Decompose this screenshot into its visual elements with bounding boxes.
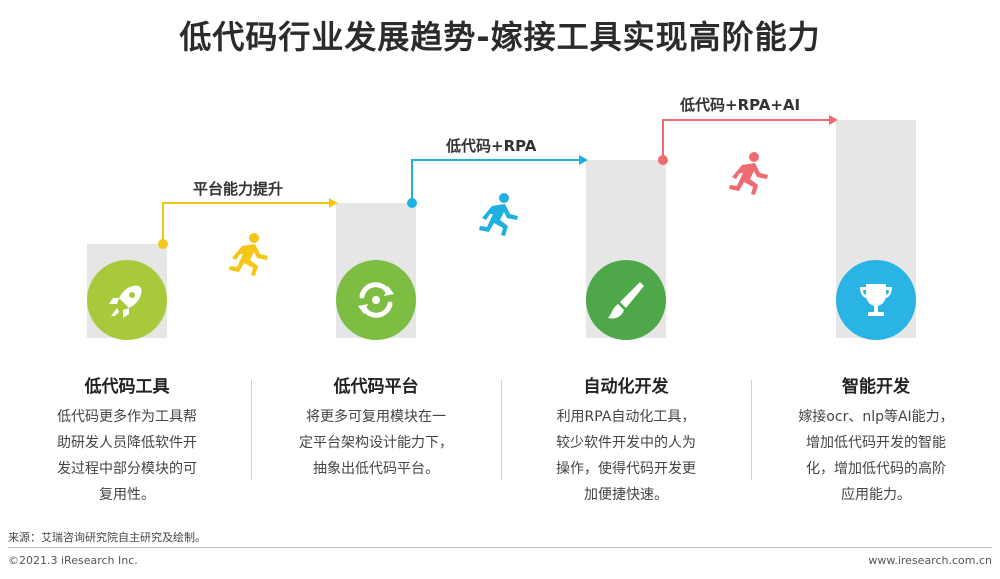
desc-line: 低代码更多作为工具帮 (57, 409, 197, 425)
column-title-intelligent-dev: 智能开发 (842, 377, 910, 397)
desc-line: 较少软件开发中的人为 (556, 435, 696, 451)
website-link[interactable]: www.iresearch.com.cn (868, 554, 992, 567)
source-note: 来源：艾瑞咨询研究院自主研究及绘制。 (8, 531, 206, 544)
runner-icon-pink (729, 152, 768, 195)
column-divider (501, 380, 502, 480)
column-title-automation: 自动化开发 (583, 377, 669, 397)
desc-line: 发过程中部分模块的可 (57, 461, 197, 477)
column-description-automation: 利用RPA自动化工具， 较少软件开发中的人为 操作，使得代码开发更 加便捷快速。 (536, 404, 716, 508)
copyright-text: ©2021.3 iResearch Inc. (8, 554, 138, 567)
step-label-2: 低代码+RPA (446, 137, 537, 155)
cycle-icon (336, 260, 416, 340)
arrow-step-3 (658, 115, 838, 165)
desc-line: 助研发人员降低软件开 (57, 435, 197, 451)
footer-divider (8, 547, 992, 548)
step-label-1: 平台能力提升 (193, 180, 284, 198)
desc-line: 应用能力。 (841, 487, 911, 503)
brush-icon (586, 260, 666, 340)
desc-line: 操作，使得代码开发更 (556, 461, 696, 477)
column-description-intelligent-dev: 嫁接ocr、nlp等AI能力， 增加低代码开发的智能 化，增加低代码的高阶 应用… (786, 404, 966, 508)
arrow-step-1 (158, 198, 338, 249)
desc-line: 加便捷快速。 (584, 487, 668, 503)
column-title-low-code-tool: 低代码工具 (84, 377, 170, 397)
desc-line: 嫁接ocr、nlp等AI能力， (798, 409, 954, 425)
arrow-step-2 (407, 155, 588, 208)
desc-line: 复用性。 (99, 487, 155, 503)
column-description-low-code-platform: 将更多可复用模块在一 定平台架构设计能力下， 抽象出低代码平台。 (286, 404, 466, 482)
step-label-3: 低代码+RPA+AI (680, 96, 801, 114)
page-title: 低代码行业发展趋势-嫁接工具实现高阶能力 (179, 18, 821, 56)
desc-line: 利用RPA自动化工具， (556, 409, 696, 425)
column-title-low-code-platform: 低代码平台 (333, 377, 419, 397)
column-description-low-code-tool: 低代码更多作为工具帮 助研发人员降低软件开 发过程中部分模块的可 复用性。 (37, 404, 217, 508)
column-divider (251, 380, 252, 480)
column-divider (751, 380, 752, 480)
desc-line: 化，增加低代码的高阶 (806, 461, 946, 477)
runner-icon-yellow (229, 233, 268, 276)
rocket-icon (87, 260, 167, 340)
desc-line: 抽象出低代码平台。 (313, 461, 439, 477)
trophy-icon (836, 260, 916, 340)
runner-icon-cyan (479, 193, 518, 236)
desc-line: 将更多可复用模块在一 (306, 409, 446, 425)
desc-line: 定平台架构设计能力下， (299, 435, 453, 451)
desc-line: 增加低代码开发的智能 (806, 435, 946, 451)
